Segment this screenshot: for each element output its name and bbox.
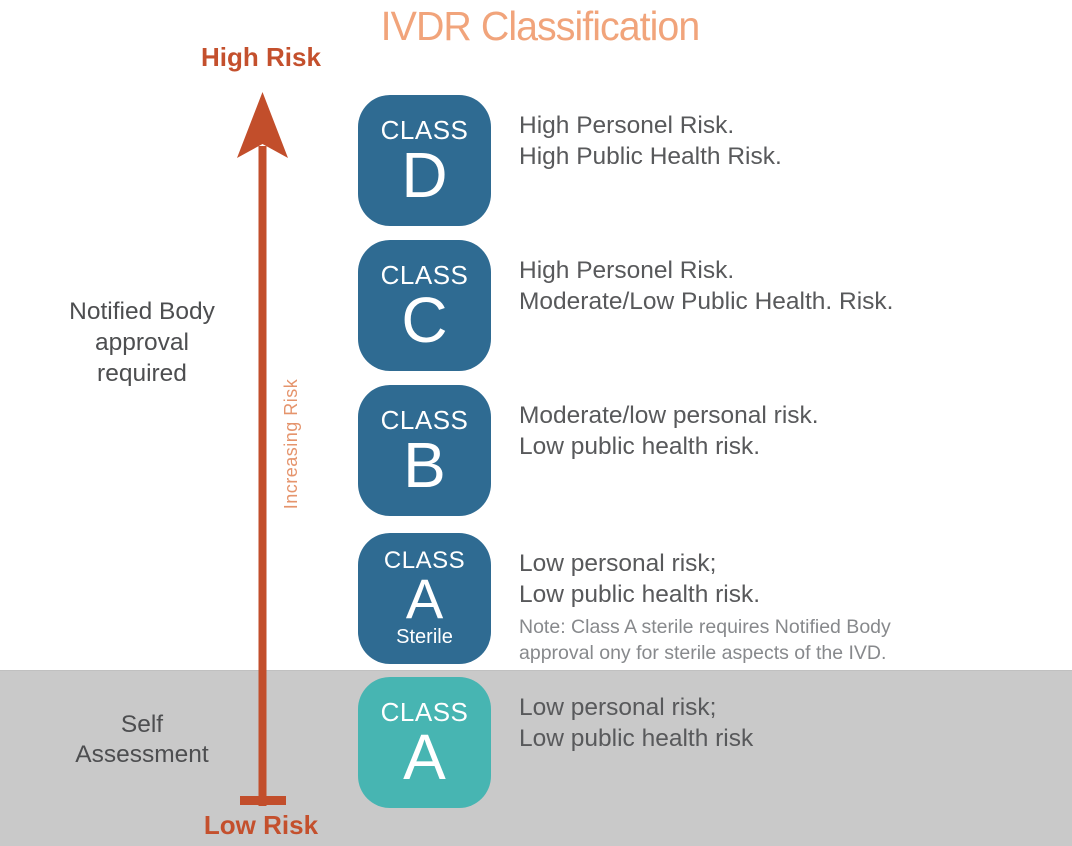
- description-line: Low public health risk.: [519, 433, 761, 460]
- class-b-description: Moderate/low personal risk. Low public h…: [519, 400, 989, 462]
- class-a-description: Low personal risk; Low public health ris…: [519, 692, 989, 754]
- class-letter: B: [403, 428, 446, 501]
- notified-body-line: approval: [95, 329, 189, 356]
- class-d-description: High Personel Risk. High Public Health R…: [519, 110, 989, 172]
- class-a-box: CLASS A: [358, 677, 491, 808]
- description-line: Moderate/low personal risk.: [519, 402, 819, 429]
- class-d-box: CLASS D: [358, 95, 491, 226]
- class-letter: A: [403, 720, 446, 793]
- self-assessment-label: Self Assessment: [36, 710, 248, 770]
- class-word: CLASS: [380, 259, 469, 290]
- class-c-box: CLASS C: [358, 240, 491, 371]
- class-sublabel: Sterile: [396, 626, 453, 648]
- sterile-note-line: approval ony for sterile aspects of the …: [519, 642, 887, 664]
- self-assessment-line: Assessment: [75, 741, 209, 768]
- description-line: Low public health risk: [519, 725, 754, 752]
- class-word: CLASS: [383, 547, 466, 574]
- high-risk-label: High Risk: [201, 42, 321, 72]
- description-line: High Personel Risk.: [519, 257, 735, 284]
- class-word: CLASS: [380, 114, 469, 145]
- self-assessment-line: Self: [120, 711, 164, 738]
- sterile-note-line: Note: Class A sterile requires Notified …: [519, 616, 891, 638]
- low-risk-label: Low Risk: [203, 810, 319, 840]
- class-word: CLASS: [380, 404, 469, 435]
- description-line: Low public health risk.: [519, 581, 761, 608]
- notified-body-approval-label: Notified Body approval required: [36, 296, 248, 389]
- page-title: IVDR Classification: [380, 3, 701, 49]
- description-line: High Public Health Risk.: [519, 143, 782, 170]
- class-letter: D: [401, 138, 448, 211]
- risk-arrow-icon: [237, 92, 288, 806]
- class-a-sterile-description: Low personal risk; Low public health ris…: [519, 548, 989, 666]
- class-b-box: CLASS B: [358, 385, 491, 516]
- notified-body-line: Notified Body: [69, 298, 215, 325]
- class-word: CLASS: [380, 696, 469, 727]
- class-c-description: High Personel Risk. Moderate/Low Public …: [519, 255, 989, 317]
- self-assessment-band: [0, 670, 1072, 846]
- class-a-sterile-box: CLASS A Sterile: [358, 533, 491, 664]
- description-line: Moderate/Low Public Health. Risk.: [519, 288, 894, 315]
- description-line: Low personal risk;: [519, 694, 717, 721]
- description-line: Low personal risk;: [519, 550, 717, 577]
- description-line: High Personel Risk.: [519, 112, 735, 139]
- class-letter: C: [401, 283, 448, 356]
- notified-body-line: required: [97, 360, 187, 387]
- class-letter: A: [405, 567, 444, 630]
